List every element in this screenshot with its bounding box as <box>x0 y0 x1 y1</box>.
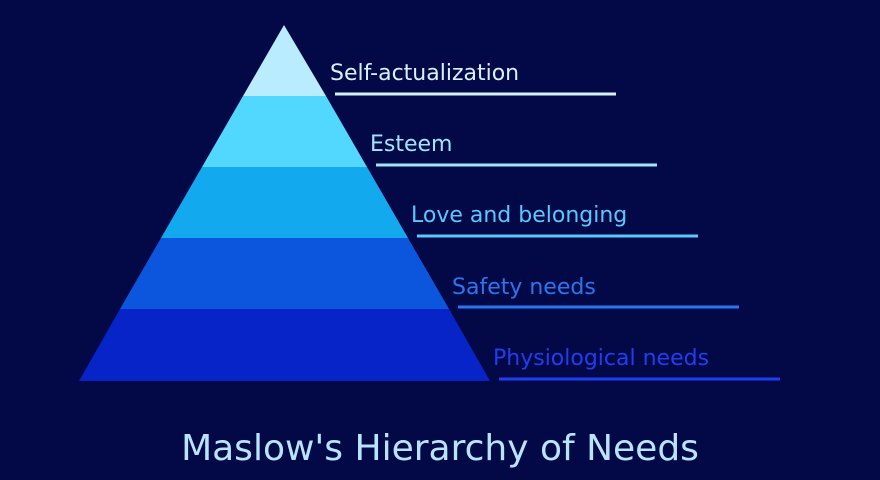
tier-3-love-belonging <box>161 167 408 238</box>
tier-2-esteem <box>202 96 367 167</box>
tier-1-self-actualization <box>243 25 326 96</box>
tier-label-esteem: Esteem <box>370 132 453 157</box>
tier-label-self-actualization: Self-actualization <box>330 61 519 86</box>
tier-labels: Self-actualization Esteem Love and belon… <box>330 61 780 381</box>
tier-4-safety <box>120 238 449 309</box>
pyramid <box>79 25 490 381</box>
tier-label-physiological: Physiological needs <box>493 346 709 371</box>
diagram-title: Maslow's Hierarchy of Needs <box>181 428 699 469</box>
tier-label-love-belonging: Love and belonging <box>411 203 627 228</box>
tier-label-safety: Safety needs <box>452 275 596 300</box>
tier-5-physiological <box>79 309 490 381</box>
